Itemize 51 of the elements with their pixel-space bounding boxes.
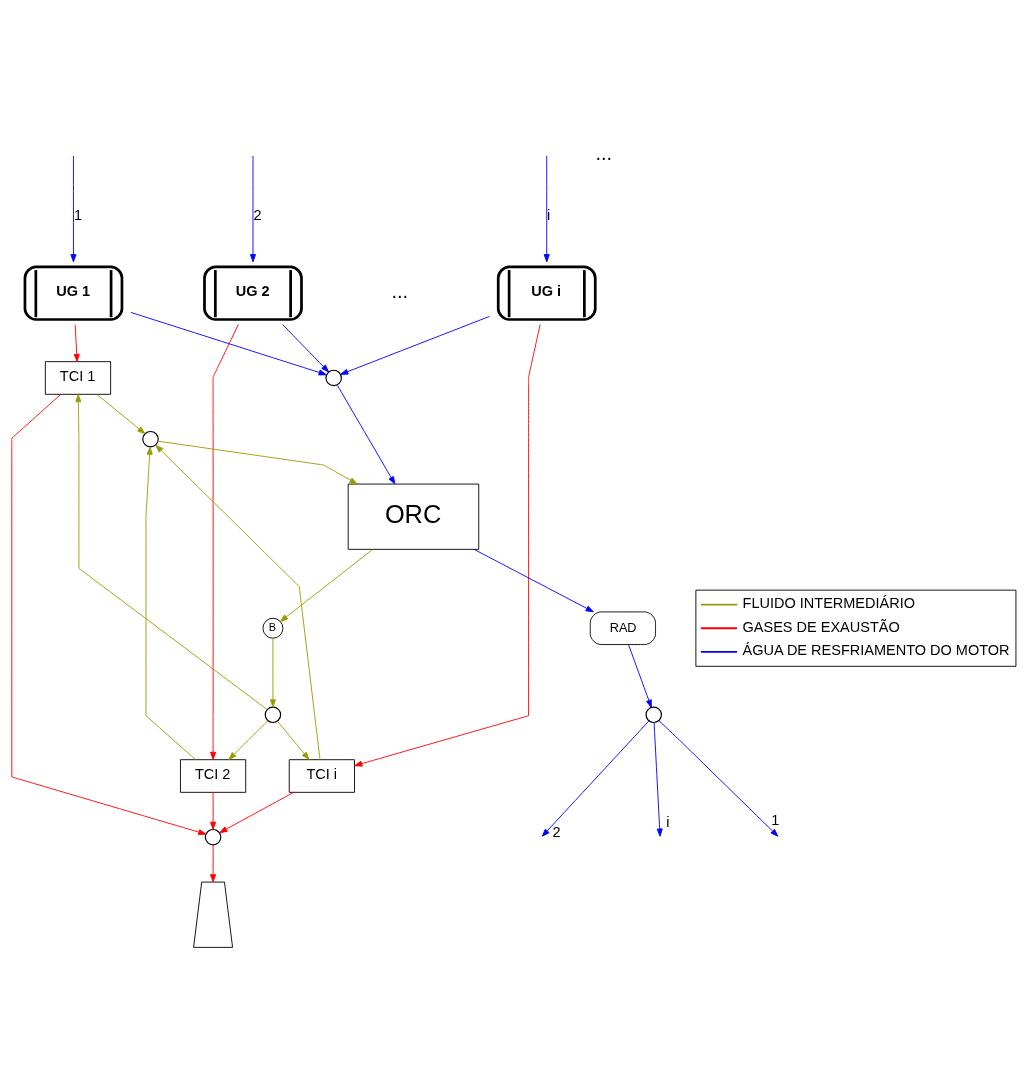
- node-circle: [204, 828, 222, 846]
- arrow: [96, 394, 146, 435]
- node-box: RAD: [589, 611, 656, 645]
- node-box: ORC: [347, 483, 480, 550]
- arrow: [354, 324, 541, 767]
- arrow: [282, 324, 330, 373]
- arrow: [155, 444, 321, 761]
- arrow: [75, 394, 268, 710]
- label: ...: [391, 280, 409, 303]
- arrow: [336, 384, 396, 485]
- arrow: [277, 720, 310, 760]
- arrow: [628, 644, 652, 708]
- arrow: [157, 440, 358, 485]
- legend-label: GASES DE EXAUSTÃO: [742, 618, 900, 635]
- node-box: TCI 1: [44, 361, 112, 395]
- arrow: [541, 720, 650, 837]
- arrow: [210, 792, 217, 830]
- node-circle: [325, 369, 342, 387]
- arrow: [228, 720, 269, 760]
- arrow: [219, 791, 295, 834]
- legend-label: ÁGUA DE RESFRIAMENTO DO MOTOR: [742, 642, 1010, 659]
- arrow: [653, 722, 663, 837]
- edge-label: 2: [253, 207, 262, 224]
- edge-label: i: [666, 814, 670, 831]
- arrow: [269, 637, 276, 708]
- node-box: TCI 2: [180, 759, 247, 793]
- arrow: [130, 311, 327, 376]
- node-trapezium: [193, 881, 234, 948]
- node-circle: [142, 430, 159, 448]
- arrow: [543, 155, 550, 263]
- arrow: [11, 394, 207, 836]
- node-circle: [645, 706, 662, 724]
- arrow: [210, 844, 217, 883]
- arrow: [473, 549, 594, 613]
- arrow: [340, 316, 490, 375]
- arrow: [210, 324, 239, 760]
- edge-label: i: [546, 207, 551, 224]
- arrow: [250, 155, 256, 263]
- legend-label: FLUIDO INTERMEDIÁRIO: [742, 595, 915, 612]
- node-circle: [264, 706, 282, 724]
- node-circle: B: [262, 617, 284, 639]
- arrow: [70, 155, 77, 263]
- arrow: [73, 324, 80, 362]
- label: ...: [595, 142, 613, 165]
- node-box: TCI i: [288, 759, 355, 793]
- edge-label: 1: [73, 207, 83, 224]
- edge-label: 2: [552, 823, 561, 840]
- edge-label: 1: [771, 812, 780, 829]
- arrow: [658, 720, 779, 837]
- arrow: [145, 446, 196, 760]
- arrow: [280, 549, 373, 622]
